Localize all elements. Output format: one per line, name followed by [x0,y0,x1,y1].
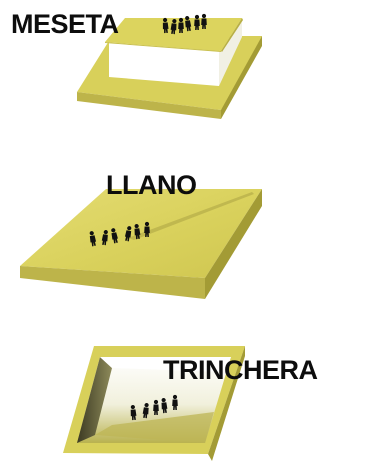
meseta-plateau [105,18,243,86]
trinchera-label: TRINCHERA [163,355,318,385]
meseta-diagram: MESETA [11,9,262,119]
trinchera-diagram: TRINCHERA [63,346,318,461]
llano-diagram: LLANO [20,170,262,299]
llano-label: LLANO [106,170,196,200]
llano-slab [20,189,262,299]
trinchera-pit [77,357,231,443]
meseta-label: MESETA [11,9,119,39]
